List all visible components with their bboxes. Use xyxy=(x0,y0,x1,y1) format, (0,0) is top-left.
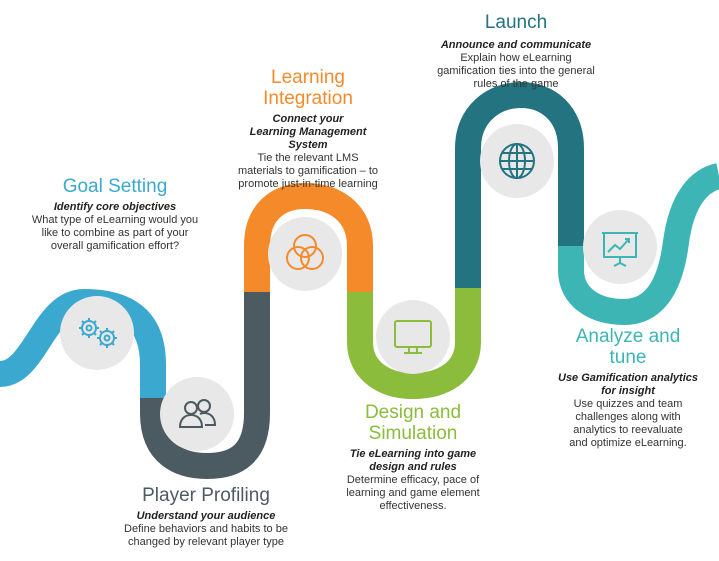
path-segment-analyze-tune xyxy=(558,163,719,326)
analyze-tune-icon-badge xyxy=(583,210,657,284)
stage-title: Player Profiling xyxy=(142,485,270,506)
stage-analyze-tune: Analyze and tune Use Gamification analyt… xyxy=(553,326,703,450)
stage-goal-setting: Goal Setting Identify core objectives Wh… xyxy=(30,176,200,253)
stage-learning-integration: Learning Integration Connect your Learni… xyxy=(228,67,388,191)
stage-subtitle: Understand your audience xyxy=(136,510,276,522)
gears-icon xyxy=(79,318,117,348)
stage-description: Explain how eLearning gamification ties … xyxy=(437,52,595,90)
stage-subtitle: Identify core objectives xyxy=(53,201,177,213)
stage-title: Learning Integration xyxy=(263,67,353,109)
design-simulation-icon-badge xyxy=(376,300,450,374)
stage-subtitle: Tie eLearning into game design and rules xyxy=(349,448,477,473)
stage-title: Analyze and tune xyxy=(575,326,681,368)
stage-subtitle: Connect your Learning Management System xyxy=(249,113,367,151)
stage-title: Goal Setting xyxy=(62,176,168,197)
path-segment-player-profiling xyxy=(140,292,270,480)
chart-presentation-icon xyxy=(602,232,638,267)
stage-description: What type of eLearning would you like to… xyxy=(31,214,199,252)
users-icon xyxy=(178,399,217,428)
globe-icon xyxy=(499,143,535,179)
stage-design-simulation: Design and Simulation Tie eLearning into… xyxy=(328,402,498,513)
stage-description: Define behaviors and habits to be change… xyxy=(124,523,288,548)
learning-integration-icon-badge xyxy=(268,217,342,291)
stage-title: Launch xyxy=(484,12,548,33)
stage-subtitle: Use Gamification analytics for insight xyxy=(558,372,698,397)
stage-description: Tie the relevant LMS materials to gamifi… xyxy=(238,152,379,190)
goal-setting-icon-badge xyxy=(60,296,134,370)
venn-circles-icon xyxy=(286,234,324,270)
path-segment-learning-integration xyxy=(244,182,373,292)
stage-description: Use quizzes and team challenges along wi… xyxy=(569,398,687,449)
stage-title: Design and Simulation xyxy=(364,402,462,444)
monitor-icon xyxy=(394,320,432,354)
player-profiling-icon-badge xyxy=(160,377,234,451)
stage-subtitle: Announce and communicate xyxy=(440,39,592,51)
stage-description: Determine efficacy, pace of learning and… xyxy=(346,474,480,512)
stage-launch: Launch Announce and communicate Explain … xyxy=(431,12,601,91)
path-segment-launch xyxy=(455,81,584,288)
path-segment-design-simulation xyxy=(347,288,481,400)
stage-player-profiling: Player Profiling Understand your audienc… xyxy=(121,485,291,549)
launch-icon-badge xyxy=(480,124,554,198)
